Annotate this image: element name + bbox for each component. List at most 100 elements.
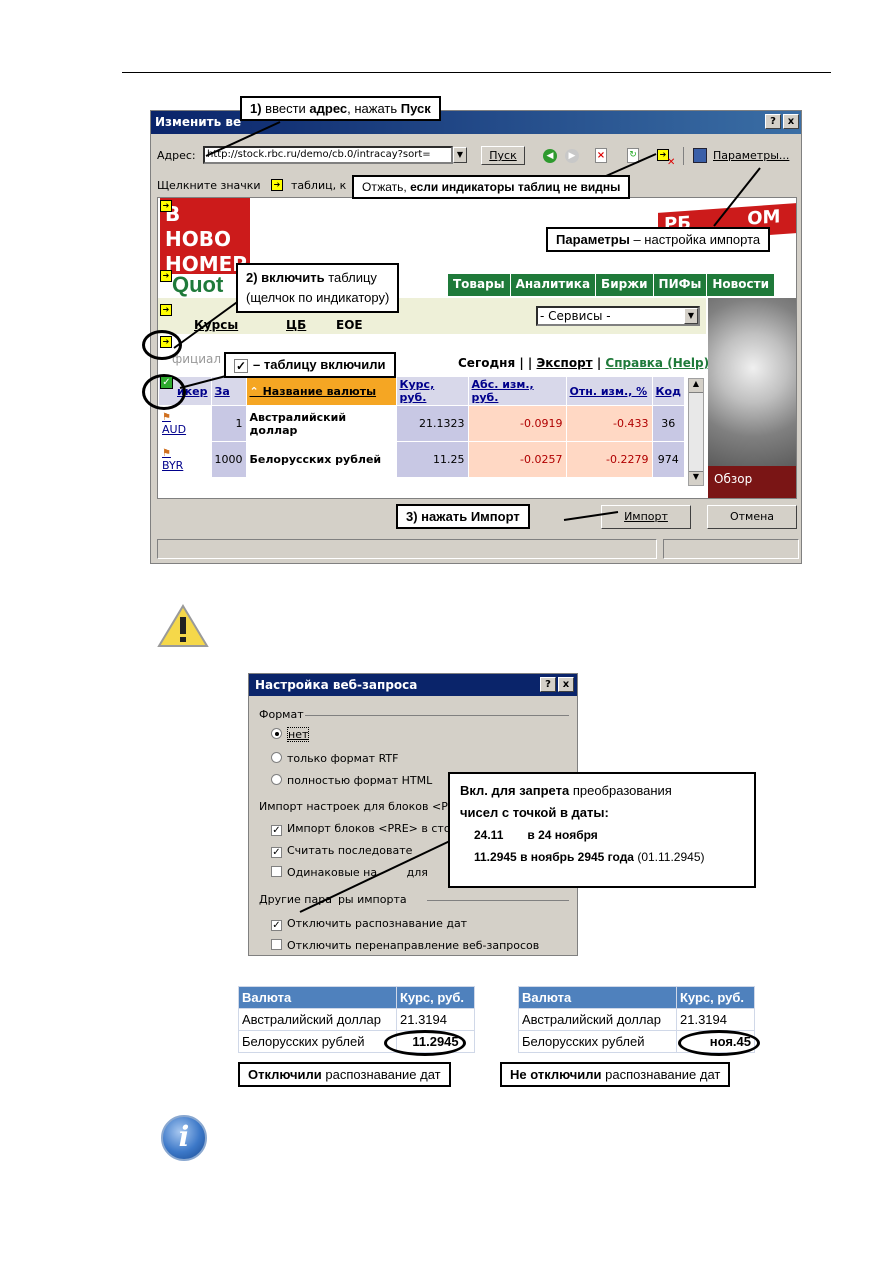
forward-icon[interactable]: ▶ bbox=[565, 149, 579, 163]
rate-cell: 11.25 bbox=[395, 441, 469, 478]
help-button[interactable]: ? bbox=[765, 114, 781, 129]
radio-selected-icon bbox=[271, 728, 282, 739]
callout-checked: ✓– таблицу включили bbox=[224, 352, 396, 378]
left-rate-oval bbox=[384, 1030, 466, 1056]
address-dropdown[interactable]: ▼ bbox=[453, 147, 467, 163]
cancel-button[interactable]: Отмена bbox=[707, 505, 797, 529]
flag-icon: ⚑ bbox=[162, 411, 171, 423]
currency-table: икер За ⌃ Название валюты Курс, руб. Абс… bbox=[158, 376, 685, 478]
params-button[interactable]: Параметры... bbox=[713, 149, 790, 162]
radio-icon bbox=[271, 774, 282, 785]
export-link[interactable]: Экспорт bbox=[536, 356, 593, 370]
rate-cell: 21.3194 bbox=[396, 1008, 475, 1031]
go-button[interactable]: Пуск bbox=[481, 146, 525, 165]
nav-item[interactable]: ПИФы bbox=[653, 274, 708, 296]
format-html-option[interactable]: полностью формат HTML bbox=[271, 774, 432, 787]
site-logo: Quot bbox=[172, 272, 224, 297]
callout-uncheck: Отжать, если индикаторы таблиц не видны bbox=[352, 175, 631, 199]
rate-cell: 21.3194 bbox=[676, 1008, 755, 1031]
checkbox-icon bbox=[271, 939, 282, 950]
currency-cell: Белорусских рублей bbox=[238, 1030, 397, 1053]
col-header-code[interactable]: Код bbox=[651, 376, 685, 406]
back-icon[interactable]: ◀ bbox=[543, 149, 557, 163]
same-label-2: для bbox=[406, 866, 428, 879]
banner-line-2: НОМЕР bbox=[165, 252, 247, 276]
crumb-link[interactable]: Курсы bbox=[194, 318, 239, 332]
hint-text: Щелкните значки bbox=[157, 179, 261, 192]
nav-item[interactable]: Товары bbox=[448, 274, 511, 296]
consecutive-option[interactable]: ✓Считать последовате bbox=[271, 844, 412, 858]
ticker-cell[interactable]: ⚑AUD bbox=[158, 405, 212, 442]
nav-item[interactable]: Аналитика bbox=[510, 274, 597, 296]
format-group-label: Формат bbox=[259, 708, 304, 721]
import-button[interactable]: Импорт bbox=[601, 505, 691, 529]
link-separator: | bbox=[596, 356, 602, 370]
same-option[interactable]: Одинаковые на для bbox=[271, 866, 428, 879]
options-icon[interactable] bbox=[693, 148, 707, 163]
header-rate: Курс, руб. bbox=[676, 986, 755, 1009]
services-select[interactable]: - Сервисы - bbox=[536, 306, 700, 326]
disable-redirect-option[interactable]: Отключить перенаправление веб-запросов bbox=[271, 939, 539, 952]
ticker-text: BYR bbox=[162, 458, 184, 472]
format-rtf-option[interactable]: только формат RTF bbox=[271, 752, 398, 765]
table-checked-icon[interactable]: ✓ bbox=[160, 376, 173, 389]
warning-icon bbox=[157, 604, 209, 647]
stop-icon[interactable]: × bbox=[595, 148, 607, 163]
toggle-indicators-icon[interactable]: ➔ bbox=[657, 149, 669, 161]
currency-cell: Австралийский доллар bbox=[238, 1008, 397, 1031]
caption-disabled-bold: Отключили bbox=[248, 1067, 322, 1082]
pre-import-option[interactable]: ✓Импорт блоков <PRE> в сто bbox=[271, 822, 451, 836]
services-dropdown[interactable]: ▼ bbox=[684, 308, 698, 324]
table-indicator-icon[interactable]: ➔ bbox=[160, 200, 172, 212]
help-link[interactable]: Справка (Help) bbox=[605, 356, 710, 370]
ticker-cell[interactable]: ⚑BYR bbox=[158, 441, 212, 478]
address-input[interactable]: http://stock.rbc.ru/demo/cb.0/intracay?s… bbox=[203, 146, 453, 164]
format-none-option[interactable]: нет bbox=[271, 727, 310, 742]
nav-item[interactable]: Новости bbox=[707, 274, 775, 296]
close-button[interactable]: x bbox=[783, 114, 799, 129]
official-label: фициал bbox=[172, 352, 222, 366]
callout-params-text: – настройка импорта bbox=[629, 232, 761, 247]
address-label: Адрес: bbox=[157, 149, 196, 162]
other-group-line bbox=[427, 900, 569, 901]
col-header-name[interactable]: ⌃ Название валюты bbox=[245, 376, 397, 406]
callout-example1-result: в 24 ноября bbox=[527, 828, 598, 842]
checked-highlight-oval bbox=[142, 374, 186, 410]
disable-dates-option[interactable]: ✓Отключить распознавание дат bbox=[271, 917, 467, 931]
callout-step2-line2: (щелчок по индикатору) bbox=[246, 290, 390, 305]
col-header-abs[interactable]: Абс. изм., руб. bbox=[467, 376, 567, 406]
crumb-link-2[interactable]: ЦБ bbox=[286, 318, 307, 332]
table-indicator-icon[interactable]: ➔ bbox=[160, 304, 172, 316]
flag-icon: ⚑ bbox=[162, 447, 171, 459]
scroll-down-arrow[interactable]: ▼ bbox=[689, 471, 703, 485]
help-button[interactable]: ? bbox=[540, 677, 556, 692]
table-indicator-icon[interactable]: ➔ bbox=[160, 270, 172, 282]
scroll-up-arrow[interactable]: ▲ bbox=[689, 379, 703, 393]
same-label: Одинаковые на bbox=[287, 866, 378, 879]
table-scrollbar[interactable]: ▲ ▼ bbox=[688, 378, 704, 486]
caption-enabled-text: распознавание дат bbox=[601, 1067, 721, 1082]
nav-item[interactable]: Биржи bbox=[596, 274, 654, 296]
format-group-line bbox=[305, 715, 569, 716]
caption-enabled-bold: Не отключили bbox=[510, 1067, 602, 1082]
name-cell: Австралийский доллар bbox=[245, 405, 397, 442]
col-header-rel[interactable]: Отн. изм., % bbox=[565, 376, 653, 406]
nominal-cell: 1 bbox=[210, 405, 247, 442]
col-header-name-text: Название валюты bbox=[262, 384, 377, 398]
callout-dates: Вкл. для запрета преобразования чисел с … bbox=[448, 772, 756, 888]
disable-redirect-label: Отключить перенаправление веб-запросов bbox=[287, 939, 540, 952]
col-header-rate[interactable]: Курс, руб. bbox=[395, 376, 469, 406]
refresh-icon[interactable]: ↻ bbox=[627, 148, 639, 163]
today-link[interactable]: Сегодня bbox=[458, 356, 516, 370]
close-button[interactable]: x bbox=[558, 677, 574, 692]
consecutive-label: Считать последовате bbox=[287, 844, 413, 857]
dialog-title: Изменить ве bbox=[155, 115, 242, 129]
status-bar-right bbox=[663, 539, 799, 559]
callout-step1-go: Пуск bbox=[400, 101, 431, 116]
currency-cell: Белорусских рублей bbox=[518, 1030, 677, 1053]
callout-uncheck-pointer bbox=[605, 153, 657, 177]
settings-title-bar: Настройка веб-запроса ? x bbox=[249, 674, 577, 696]
code-cell: 36 bbox=[651, 405, 685, 442]
